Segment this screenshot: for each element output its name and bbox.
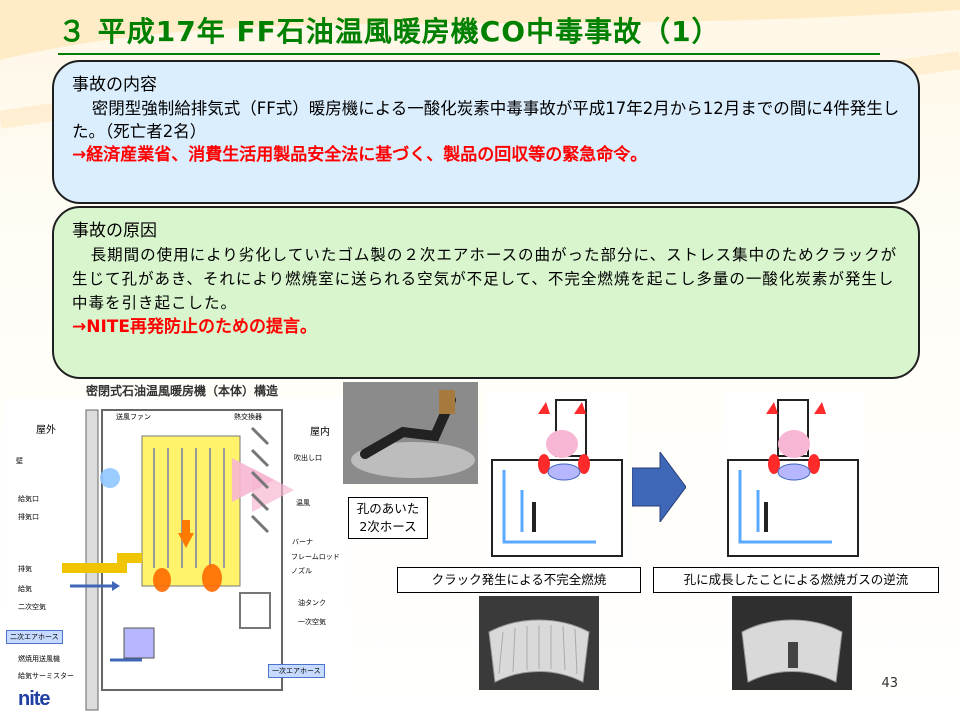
label-secondary-air: 二次空気 [18, 603, 46, 611]
label-intake: 給気 [18, 585, 32, 593]
label-burner: バーナ [292, 538, 313, 546]
damaged-hose-photo [343, 382, 478, 484]
label-flame-rod: フレームロッド [291, 553, 340, 561]
accident-content-body: 密閉型強制給排気式（FF式）暖房機による一酸化炭素中毒事故が平成17年2月から1… [72, 99, 900, 141]
title-underline [58, 53, 880, 55]
label-primary-air: 一次空気 [298, 618, 326, 626]
accident-content-box: 事故の内容 密閉型強制給排気式（FF式）暖房機による一酸化炭素中毒事故が平成17… [52, 60, 920, 204]
label-warm-air: 温風 [296, 499, 310, 507]
label-thermistor: 給気サーミスター [18, 672, 74, 680]
accident-content-action: →経済産業省、消費生活用製品安全法に基づく、製品の回収等の緊急命令。 [72, 145, 648, 165]
accident-cause-heading: 事故の原因 [72, 221, 157, 241]
crack-photo-right [732, 596, 852, 690]
page-number: 43 [881, 676, 898, 691]
transition-arrow-icon [632, 452, 686, 522]
crack-photo-left [479, 596, 599, 690]
accident-cause-body: 長期間の使用により劣化していたゴム製の２次エアホースの曲がった部分に、ストレス集… [72, 246, 898, 312]
label-outlet: 吹出し口 [294, 454, 322, 462]
label-combustion-blower: 燃焼用送風機 [18, 655, 60, 663]
schematic-incomplete-combustion [486, 392, 628, 564]
label-secondary-air-hose: 二次エアホース [6, 630, 63, 644]
label-oil-tank: 油タンク [298, 599, 326, 607]
accident-cause-action: →NITE再発防止のための提言。 [72, 317, 318, 337]
label-indoor: 屋内 [310, 427, 330, 438]
label-nozzle: ノズル [291, 567, 312, 575]
diagram-title: 密閉式石油温風暖房機（本体）構造 [86, 384, 279, 398]
label-exhaust-port: 排気口 [18, 513, 39, 521]
accident-cause-box: 事故の原因 長期間の使用により劣化していたゴム製の２次エアホースの曲がった部分に… [52, 206, 920, 379]
label-wall: 壁 [16, 457, 23, 465]
caption-backflow: 孔に成長したことによる燃焼ガスの逆流 [653, 567, 939, 593]
label-primary-air-hose: 一次エアホース [268, 664, 325, 678]
label-exhaust: 排気 [18, 565, 32, 573]
caption-incomplete-combustion: クラック発生による不完全燃焼 [397, 567, 641, 593]
accident-content-heading: 事故の内容 [72, 75, 157, 95]
schematic-backflow [722, 392, 864, 564]
label-heat-exchanger: 熱交換器 [234, 413, 262, 421]
label-outdoor: 屋外 [36, 425, 56, 436]
damaged-hose-label: 孔のあいた 2次ホース [348, 497, 428, 539]
label-fan: 送風ファン [116, 413, 151, 421]
nite-logo: nite [18, 688, 51, 710]
page-title: ３ 平成17年 FF石油温風暖房機CO中毒事故（1） [58, 15, 721, 48]
label-intake-port: 給気口 [18, 495, 39, 503]
